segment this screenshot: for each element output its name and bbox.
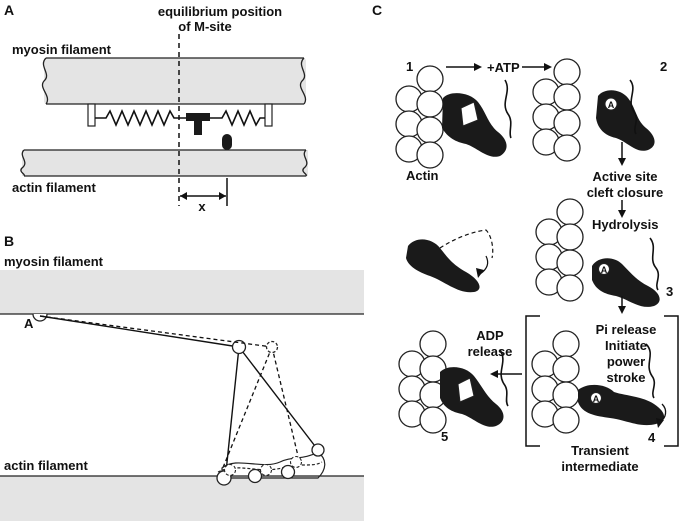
panel-a-actin-label: actin filament bbox=[12, 180, 96, 195]
panel-a: A equilibrium position of M-site myosin … bbox=[4, 2, 308, 214]
transient-line1: Transient bbox=[571, 443, 629, 458]
hydrolysis-label: Hydrolysis bbox=[592, 217, 658, 232]
motor-head-beads bbox=[216, 443, 326, 486]
site-letter-3: A bbox=[601, 265, 608, 275]
actin-column-2 bbox=[532, 58, 581, 162]
actin-column-1 bbox=[395, 65, 444, 169]
pi-release-line4: stroke bbox=[606, 370, 645, 385]
myosin-head-state-4 bbox=[578, 384, 665, 426]
panel-b-letter: B bbox=[4, 233, 14, 249]
lever-dashed bbox=[39, 315, 299, 471]
pivot-joint bbox=[32, 313, 48, 322]
adp-label-line1: ADP bbox=[476, 328, 504, 343]
bracket-left bbox=[525, 315, 540, 447]
cleft-label-line1: Active site bbox=[592, 169, 657, 184]
detached-head-sketch bbox=[406, 229, 494, 293]
actin-column-3 bbox=[535, 198, 584, 302]
actin-filament-tube bbox=[20, 149, 308, 177]
actin-column-5 bbox=[398, 330, 447, 434]
panel-c: C 1 Actin +ATP bbox=[372, 2, 679, 474]
pi-release-line2: Initiate bbox=[605, 338, 647, 353]
panel-a-letter: A bbox=[4, 2, 14, 18]
myosin-filament-tube bbox=[41, 57, 307, 105]
panel-b-myosin-band bbox=[0, 270, 364, 314]
transient-line2: intermediate bbox=[561, 459, 638, 474]
adp-label-line2: release bbox=[468, 344, 513, 359]
spring-assembly bbox=[87, 103, 273, 135]
m-site-head bbox=[186, 113, 210, 135]
actin-label: Actin bbox=[406, 168, 439, 183]
state-3-number: 3 bbox=[666, 284, 673, 299]
actin-column-4 bbox=[531, 330, 580, 434]
panel-b-actin-band bbox=[0, 476, 364, 521]
cleft-label-line2: cleft closure bbox=[587, 185, 664, 200]
lever-solid bbox=[39, 315, 319, 473]
state-2-number: 2 bbox=[660, 59, 667, 74]
myosin-head-state-2 bbox=[596, 90, 655, 151]
panel-b: B myosin filament actin filament A bbox=[0, 233, 364, 521]
pi-release-line3: power bbox=[607, 354, 645, 369]
state-1-number: 1 bbox=[406, 59, 413, 74]
panel-a-myosin-label: myosin filament bbox=[12, 42, 112, 57]
bracket-right bbox=[664, 315, 679, 447]
site-letter-4: A bbox=[593, 394, 600, 404]
state-4-number: 4 bbox=[648, 430, 656, 445]
myosin-head-state-1 bbox=[442, 93, 507, 157]
displacement-x-label: x bbox=[198, 199, 206, 214]
panel-c-letter: C bbox=[372, 2, 382, 18]
atp-label: +ATP bbox=[487, 60, 520, 75]
equilibrium-label-line2: of M-site bbox=[178, 19, 231, 34]
actin-site-bump bbox=[222, 134, 232, 150]
panel-b-actin-label: actin filament bbox=[4, 458, 88, 473]
pivot-label: A bbox=[24, 316, 34, 331]
site-letter-2: A bbox=[608, 100, 615, 110]
panel-b-myosin-label: myosin filament bbox=[4, 254, 104, 269]
pi-release-line1: Pi release bbox=[596, 322, 657, 337]
state-5-number: 5 bbox=[441, 429, 448, 444]
equilibrium-label-line1: equilibrium position bbox=[158, 4, 282, 19]
